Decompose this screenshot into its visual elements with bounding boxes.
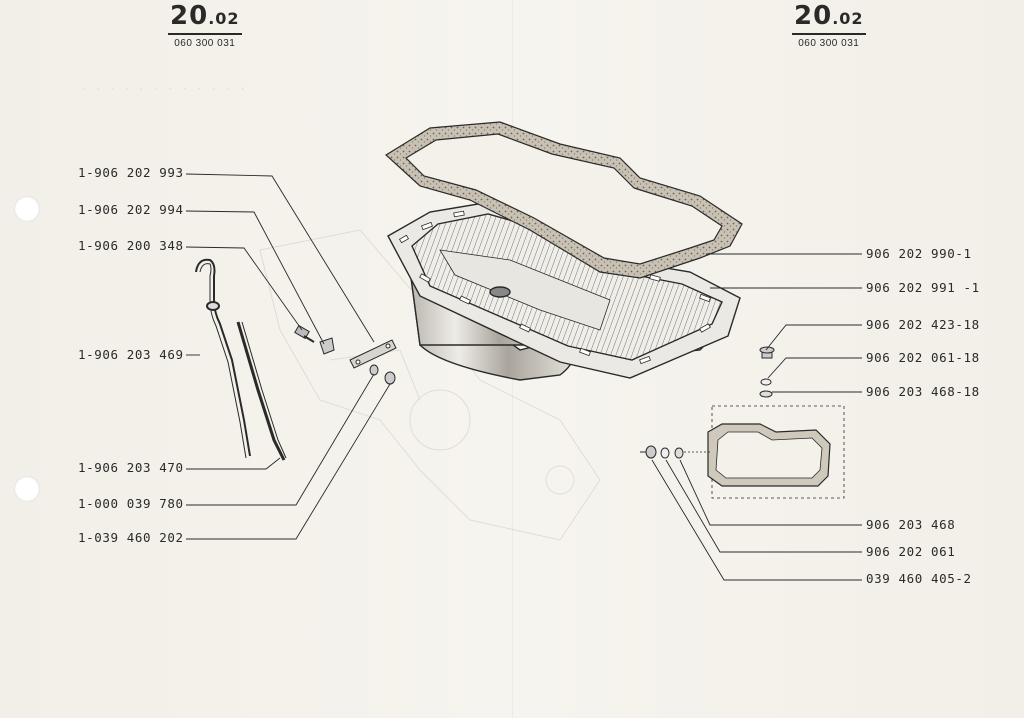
part-label-left: 1-906 203 469 (78, 347, 184, 362)
section-header-left: 20.02 060 300 031 (168, 2, 242, 49)
part-label-right: 906 202 061-18 (866, 350, 980, 365)
part-label-right: 906 202 990-1 (866, 246, 972, 261)
oil-pan-gasket (385, 121, 743, 279)
part-label-left: 1-906 202 994 (78, 202, 184, 217)
small-washers (640, 445, 712, 459)
part-label-left: 1-906 202 993 (78, 165, 184, 180)
part-label-right: 906 202 991 -1 (866, 280, 980, 295)
part-label-right: 906 202 061 (866, 544, 956, 559)
leader-lines (185, 173, 862, 581)
reference-number: 060 300 031 (798, 38, 860, 49)
oil-pan (387, 201, 741, 381)
section-number: 20.02 (168, 2, 242, 35)
drain-plug (759, 346, 775, 398)
reference-number: 060 300 031 (174, 38, 236, 49)
part-label-left: 1-000 039 780 (78, 496, 184, 511)
bolt-fastener (294, 324, 315, 343)
bleed-through-text: · · · · · · · · · · · · (80, 82, 247, 96)
dipstick (236, 321, 287, 461)
part-label-right: 906 203 468 (866, 517, 956, 532)
section-header-right: 20.02 060 300 031 (792, 2, 866, 49)
binder-hole-bottom (14, 476, 40, 502)
dipstick-tube (195, 258, 251, 459)
binder-hole-top (14, 196, 40, 222)
part-label-right: 906 203 468-18 (866, 384, 980, 399)
part-label-left: 1-906 203 470 (78, 460, 184, 475)
clip-fastener (319, 337, 335, 355)
part-label-left: 1-039 460 202 (78, 530, 184, 545)
section-number: 20.02 (792, 2, 866, 35)
washer-nut (369, 364, 396, 385)
part-label-right: 039 460 405-2 (866, 571, 972, 586)
drain-gasket-detail (707, 405, 845, 499)
bracket-plate (349, 339, 397, 369)
part-label-right: 906 202 423-18 (866, 317, 980, 332)
part-label-left: 1-906 200 348 (78, 238, 184, 253)
